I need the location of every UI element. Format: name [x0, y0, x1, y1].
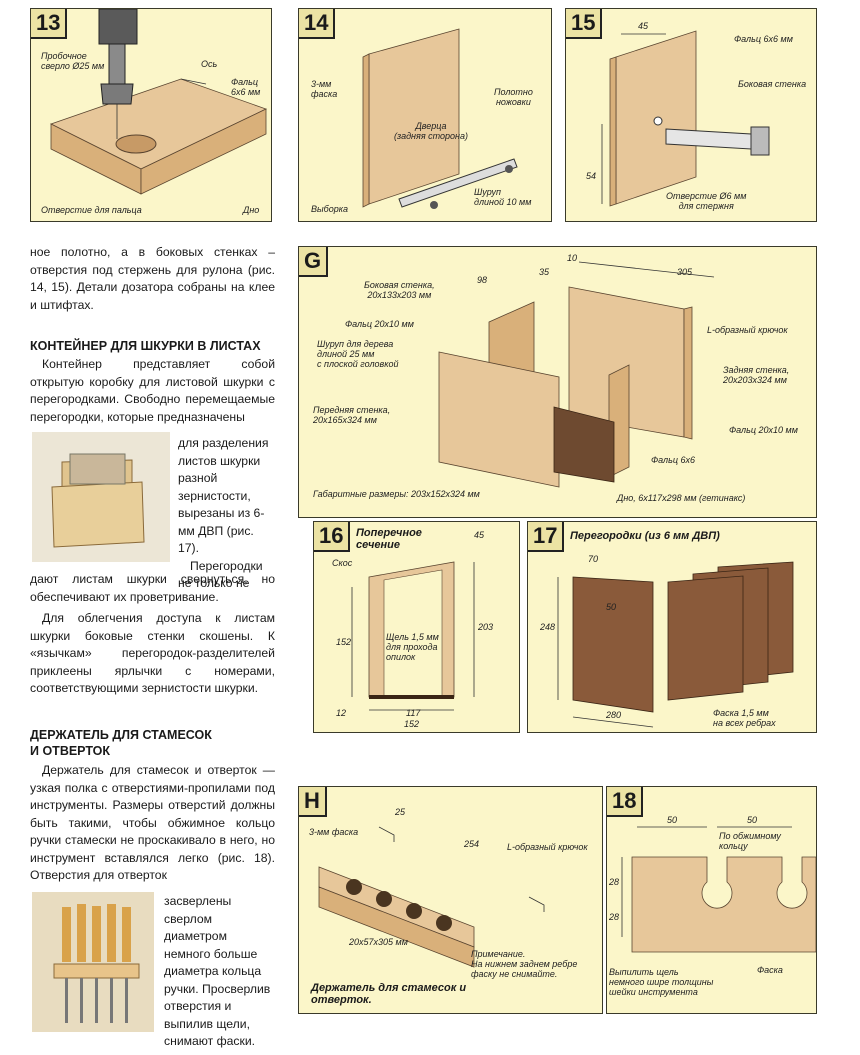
- figure-13-number: 13: [31, 9, 68, 39]
- label-chamfer: Фаска: [757, 965, 783, 975]
- label-dim-45: 45: [638, 21, 649, 31]
- label-side-wall: Боковая стенка, 20x133x203 мм: [364, 280, 435, 300]
- label-ring: По обжимному кольцу: [719, 831, 781, 851]
- figure-17-drawing: [557, 561, 794, 728]
- figure-17-number: 17: [528, 522, 565, 552]
- heading-chisel-holder: ДЕРЖАТЕЛЬ ДЛЯ СТАМЕСОК И ОТВЕРТОК: [30, 728, 212, 758]
- label-rabbet: Фальц 6x6 мм: [734, 34, 793, 44]
- figure-18-drawing: [621, 826, 816, 953]
- label-axis: Ось: [201, 59, 218, 69]
- label-bottom: Дно, 6x117x298 мм (гетинакс): [617, 493, 746, 503]
- label-notch: Выборка: [311, 204, 348, 214]
- label-dim-305: 305: [677, 267, 693, 277]
- label-dim-98: 98: [477, 275, 488, 285]
- label-rabbet: Фальц 6x6 мм: [231, 77, 261, 97]
- photo-chisel-holder-drawing: [53, 904, 140, 1023]
- paragraph-holder-a: Держатель для стамесок и отверток — узка…: [30, 763, 275, 882]
- paragraph-intro: ное полотно, а в боковых стенках – отвер…: [30, 245, 275, 312]
- label-dim-70: 70: [588, 554, 599, 564]
- figure-H-drawing: [318, 826, 545, 968]
- label-dim-254: 254: [464, 839, 480, 849]
- label-finger-hole: Отверстие для пальца: [41, 205, 142, 215]
- label-drill: Пробочное сверло Ø25 мм: [41, 51, 105, 71]
- label-l-hook: L-образный крючок: [507, 842, 588, 852]
- label-bottom: Дно: [243, 205, 260, 215]
- figure-14: 14 3-мм фаска Дверца (задняя сторона) По…: [298, 8, 552, 222]
- label-front-wall: Передняя стенка, 20x165x324 мм: [313, 405, 391, 425]
- label-dim-35: 35: [539, 267, 550, 277]
- paragraph-holder-b: засверлены сверлом диаметром немного бол…: [164, 894, 271, 1048]
- label-dim-50-a: 50: [667, 815, 678, 825]
- figure-14-drawing: [362, 28, 518, 209]
- label-dim-117: 117: [406, 708, 421, 718]
- label-overall-size: Габаритные размеры: 203x152x324 мм: [313, 489, 480, 499]
- label-wood-screw: Шуруп для дерева длиной 25 мм с плоской …: [317, 339, 399, 369]
- figure-15: 15 45 Фальц 6x6 мм Боковая стенка 54 Отв…: [565, 8, 817, 222]
- label-dim-152-h: 152: [404, 719, 420, 729]
- figure-16-drawing: [351, 561, 475, 711]
- label-chamfer: Фаска 1,5 мм на всех ребрах: [713, 708, 776, 728]
- figure-16-title: Поперечное сечение: [356, 527, 422, 551]
- label-dim-280: 280: [606, 710, 622, 720]
- label-l-hook: L-образный крючок: [707, 325, 788, 335]
- figure-17-title: Перегородки (из 6 мм ДВП): [570, 530, 720, 542]
- figure-14-number: 14: [299, 9, 336, 39]
- paragraph-bevel: Для облегчения доступа к листам шкурки б…: [30, 611, 275, 695]
- label-dim-248: 248: [540, 622, 556, 632]
- figure-G-drawing: [438, 261, 715, 488]
- figure-H-caption: Держатель для стамесок и отверток.: [311, 982, 467, 1006]
- figure-17: 17 Перегородки (из 6 мм ДВП) 70 50 248 2…: [527, 521, 817, 733]
- label-dim-50: 50: [606, 602, 617, 612]
- paragraph-container-a: Контейнер представляет собой открытую ко…: [30, 357, 275, 424]
- figure-18-number: 18: [607, 787, 644, 817]
- label-back-wall: Задняя стенка, 20x203x324 мм: [723, 365, 790, 385]
- label-chamfer: 3-мм фаска: [309, 827, 359, 837]
- label-dim-28-b: 28: [609, 912, 620, 922]
- label-size: 20x57x305 мм: [349, 937, 408, 947]
- label-dim-203: 203: [478, 622, 494, 632]
- label-dim-25: 25: [395, 807, 406, 817]
- figure-15-drawing: [601, 30, 770, 207]
- photo-chisel-holder: [32, 892, 154, 1032]
- label-dim-152-v: 152: [336, 637, 352, 647]
- label-side-wall: Боковая стенка: [738, 79, 807, 89]
- label-rabbet-20x10-b: Фальц 20x10 мм: [729, 425, 798, 435]
- figure-13: 13 Пробочное сверло Ø25 мм Ось Фальц 6x6…: [30, 8, 272, 222]
- label-rod-hole: Отверстие Ø6 мм для стержня: [666, 191, 747, 211]
- label-chamfer: 3-мм фаска: [311, 79, 338, 99]
- label-dim-10: 10: [567, 253, 578, 263]
- label-door: Дверца (задняя сторона): [394, 121, 468, 141]
- label-note: Примечание. На нижнем заднем ребре фаску…: [471, 949, 578, 979]
- figure-16-number: 16: [314, 522, 351, 552]
- figure-G-number: G: [299, 247, 329, 277]
- figure-G: G 10 98 35 305 Боковая стенка, 20x133x20…: [298, 246, 817, 518]
- label-dim-45: 45: [474, 530, 485, 540]
- figure-H: H 25 3-мм фаска 254 L-образный крючок 20…: [298, 786, 603, 1014]
- figure-16: 16 Поперечное сечение 45 Скос 152 Щель 1…: [313, 521, 520, 733]
- paragraph-container-c: дают листам шкурки свернуться, но обеспе…: [30, 572, 275, 604]
- text-column: ное полотно, а в боковых стенках – отвер…: [30, 244, 275, 314]
- label-bevel: Скос: [332, 558, 353, 568]
- label-slot: Щель 1,5 мм для прохода опилок: [386, 632, 439, 662]
- label-blade: Полотно ножовки: [494, 87, 533, 107]
- photo-sandpaper-box: [32, 432, 170, 562]
- label-rabbet-20x10: Фальц 20x10 мм: [345, 319, 414, 329]
- paragraph-container-b: для разделения листов шкурки разной зерн…: [178, 436, 269, 590]
- figure-18: 18 50 50 По обжимному кольцу 28 28 Выпил…: [606, 786, 817, 1014]
- label-dim-12: 12: [336, 708, 347, 718]
- figure-H-number: H: [299, 787, 327, 817]
- label-saw-slot: Выпилить щель немного шире толщины шейки…: [609, 967, 714, 997]
- label-rabbet-6x6: Фальц 6x6: [651, 455, 696, 465]
- heading-sandpaper-container: КОНТЕЙНЕР ДЛЯ ШКУРКИ В ЛИСТАХ: [30, 339, 261, 353]
- photo-sandpaper-box-drawing: [51, 453, 145, 548]
- label-dim-54: 54: [586, 171, 597, 181]
- label-screw: Шуруп длиной 10 мм: [474, 187, 532, 207]
- label-dim-50-b: 50: [747, 815, 758, 825]
- figure-13-drawing: [49, 9, 268, 195]
- figure-15-number: 15: [566, 9, 603, 39]
- label-dim-28-a: 28: [609, 877, 620, 887]
